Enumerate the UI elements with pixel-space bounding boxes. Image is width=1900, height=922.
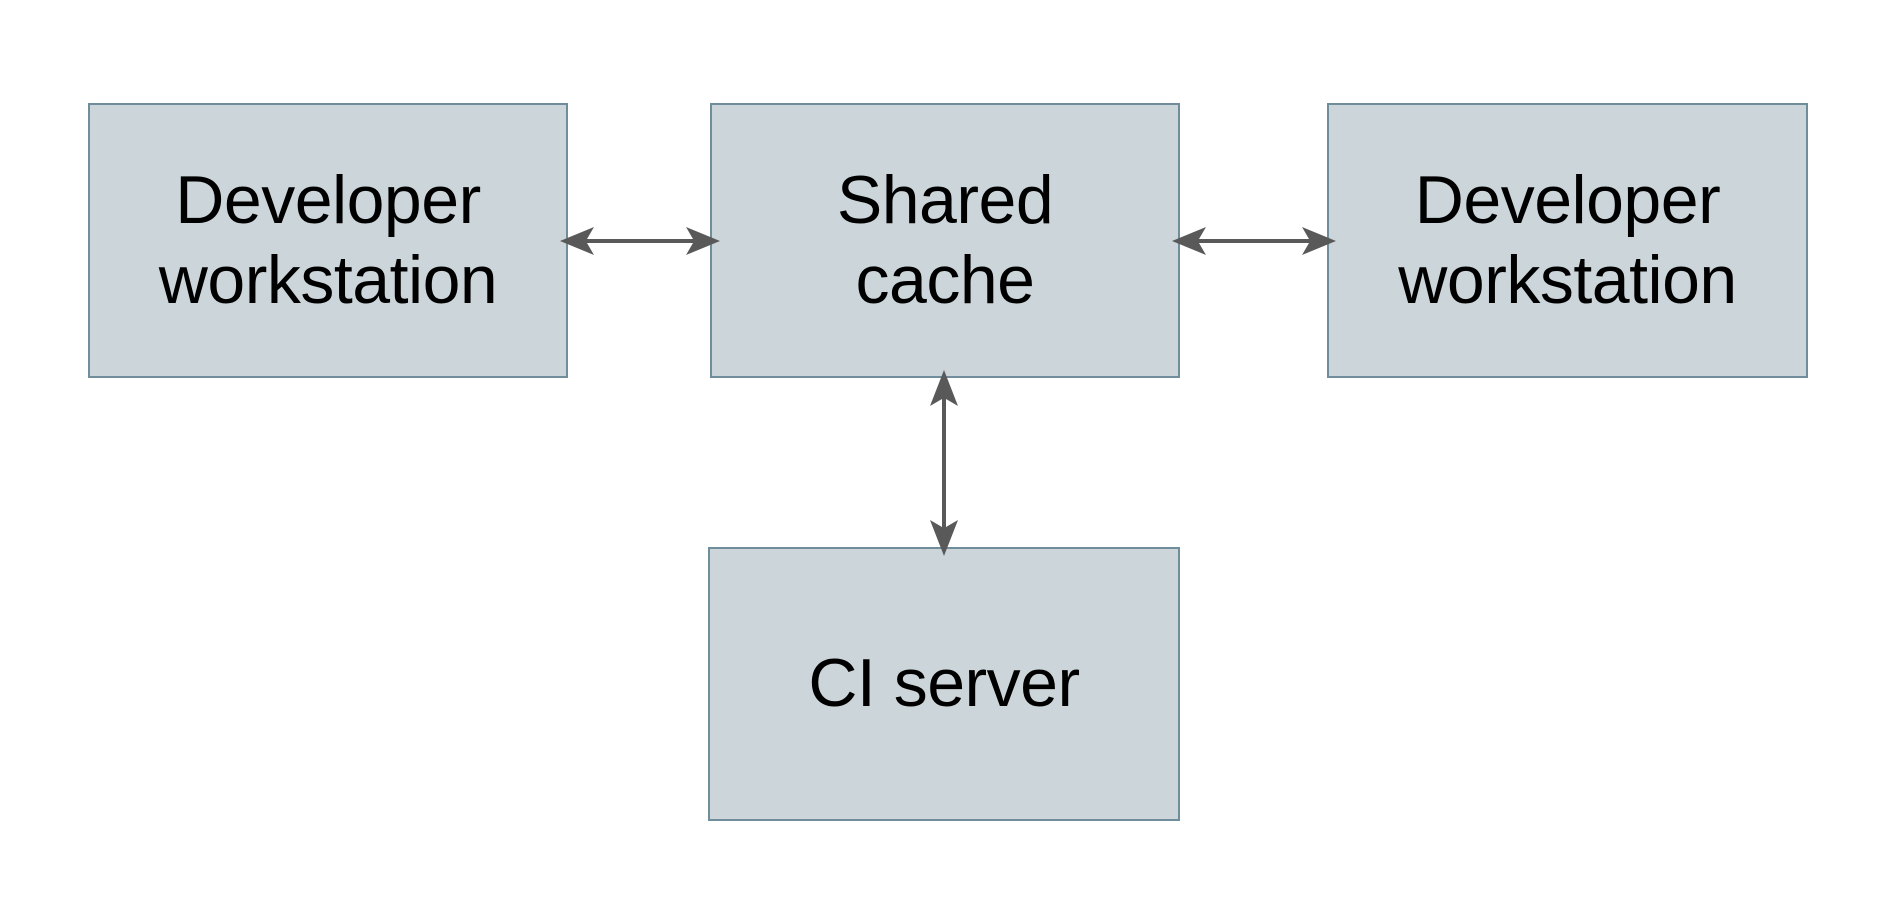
node-shared-cache[interactable]: Shared cache <box>710 103 1180 378</box>
node-developer-workstation-right[interactable]: Developer workstation <box>1327 103 1808 378</box>
double-arrow-glyph <box>930 370 958 556</box>
edge-shared-cache-to-developer-right <box>1172 227 1336 255</box>
edge-shared-cache-to-ci-server <box>930 370 958 556</box>
edge-developer-left-to-shared-cache <box>560 227 720 255</box>
double-arrow-glyph <box>560 227 720 255</box>
node-developer-workstation-left[interactable]: Developer workstation <box>88 103 568 378</box>
node-label: Developer workstation <box>158 161 498 318</box>
double-arrow-glyph <box>1172 227 1336 255</box>
node-label: Developer workstation <box>1398 161 1737 318</box>
node-ci-server[interactable]: CI server <box>708 547 1180 821</box>
node-label: Shared cache <box>836 161 1054 318</box>
node-label: CI server <box>808 645 1080 722</box>
